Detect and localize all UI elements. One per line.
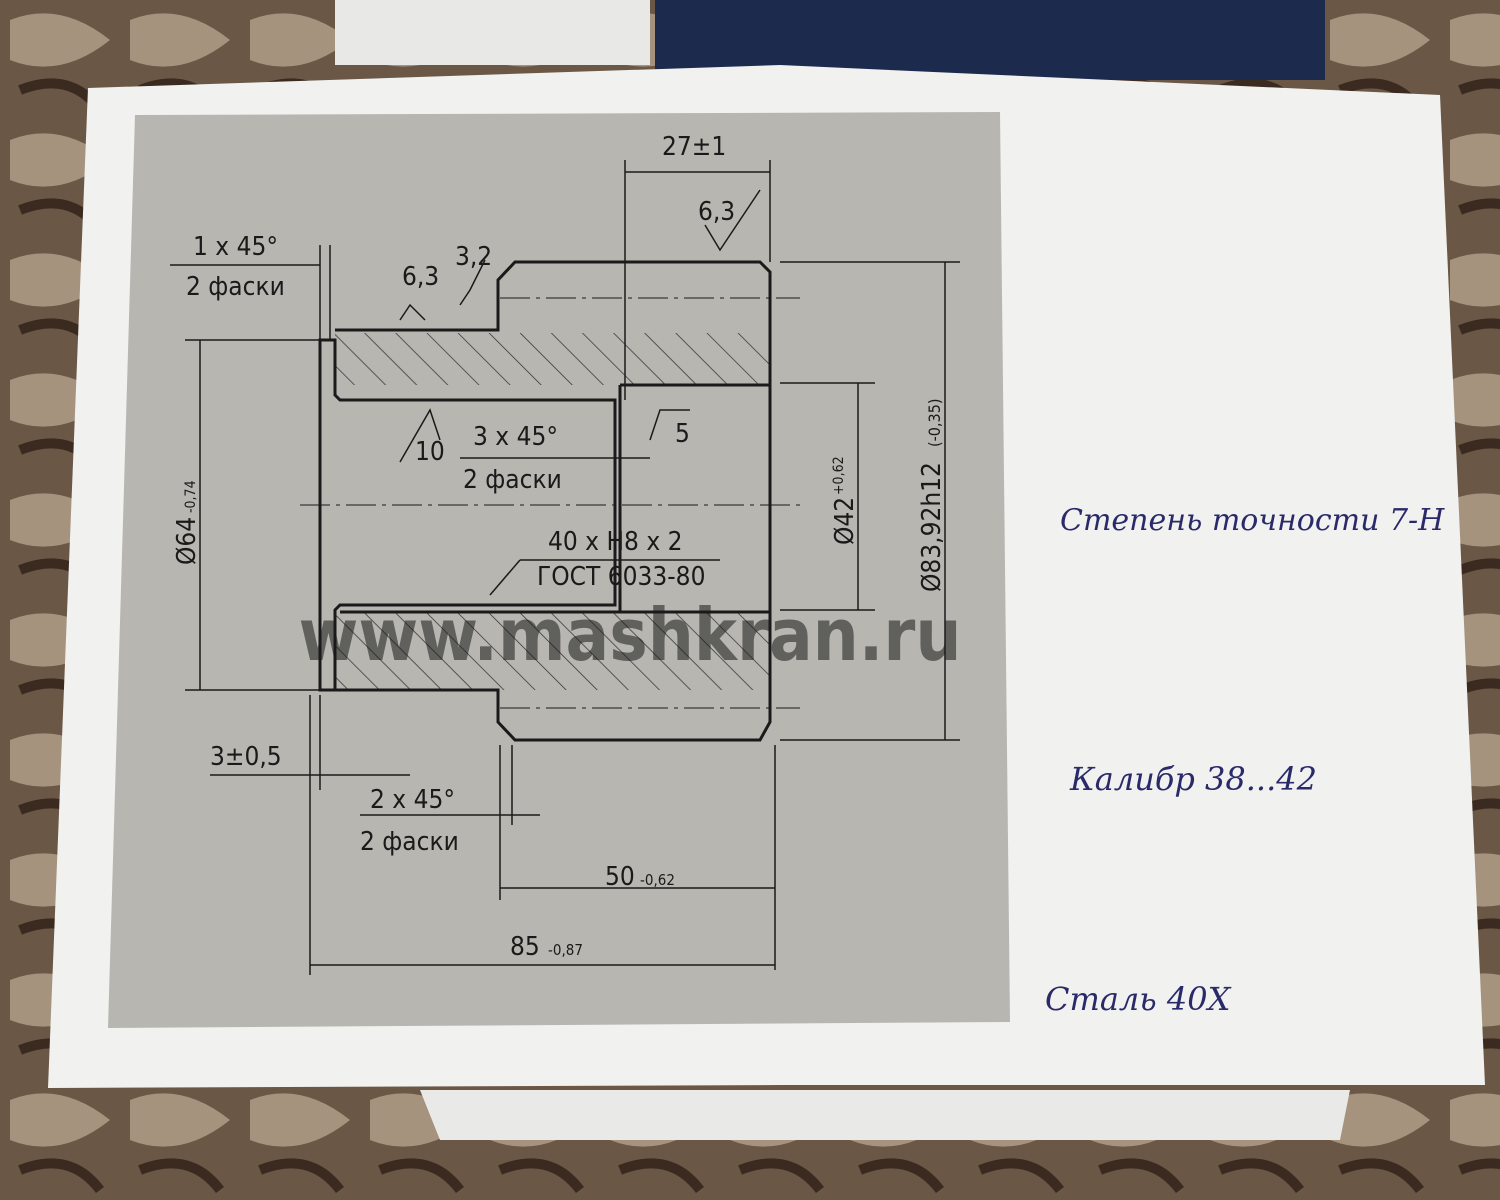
dim-dia-64: Ø64 bbox=[172, 517, 202, 565]
chamfer-2x45: 2 x 45° bbox=[370, 785, 455, 815]
chamfer-2x45-note: 2 фаски bbox=[360, 827, 459, 857]
note-gauge: Калибр 38...42 bbox=[1069, 760, 1317, 798]
roughness-10: 10 bbox=[415, 437, 445, 467]
watermark: www.mashkran.ru bbox=[299, 593, 962, 677]
note-accuracy: Степень точности 7-Н bbox=[1060, 503, 1445, 538]
paper-below bbox=[420, 1090, 1350, 1140]
dim-length-50-tol: -0,62 bbox=[640, 871, 675, 889]
dim-dia-83-92-tol: (-0,35) bbox=[925, 399, 944, 447]
dim-dia-42-tol: +0,62 bbox=[831, 456, 847, 495]
dim-dia-64-tol: -0,74 bbox=[183, 480, 199, 513]
dim-offset-3: 3±0,5 bbox=[210, 742, 282, 772]
dim-length-85: 85 bbox=[510, 932, 540, 962]
roughness-3-2: 3,2 bbox=[455, 242, 492, 272]
chamfer-1x45-note: 2 фаски bbox=[186, 272, 285, 302]
dim-length-85-tol: -0,87 bbox=[548, 941, 583, 959]
dim-dia-42: Ø42 bbox=[830, 497, 860, 545]
roughness-6-3-left: 6,3 bbox=[402, 262, 439, 292]
chamfer-1x45: 1 x 45° bbox=[193, 232, 278, 262]
spline-standard: ГОСТ 6033-80 bbox=[537, 562, 705, 592]
chamfer-3x45: 3 x 45° bbox=[473, 422, 558, 452]
handwritten-notes: Степень точности 7-Н Калибр 38...42 Стал… bbox=[1045, 503, 1445, 1018]
part-section bbox=[170, 160, 960, 975]
dim-dia-83-92: Ø83,92h12 bbox=[917, 462, 947, 592]
paper-behind bbox=[335, 0, 650, 65]
note-material: Сталь 40Х bbox=[1045, 980, 1232, 1018]
chamfer-3x45-note: 2 фаски bbox=[463, 465, 562, 495]
roughness-6-3-top: 6,3 bbox=[698, 197, 735, 227]
dimension-labels: 27±1 6,3 1 x 45° 2 фаски 6,3 3,2 10 3 x … bbox=[172, 132, 947, 962]
dim-length-50: 50 bbox=[605, 862, 635, 892]
dim-width-27: 27±1 bbox=[662, 132, 726, 162]
spline-spec: 40 x H8 x 2 bbox=[548, 527, 683, 557]
roughness-5: 5 bbox=[675, 419, 690, 449]
